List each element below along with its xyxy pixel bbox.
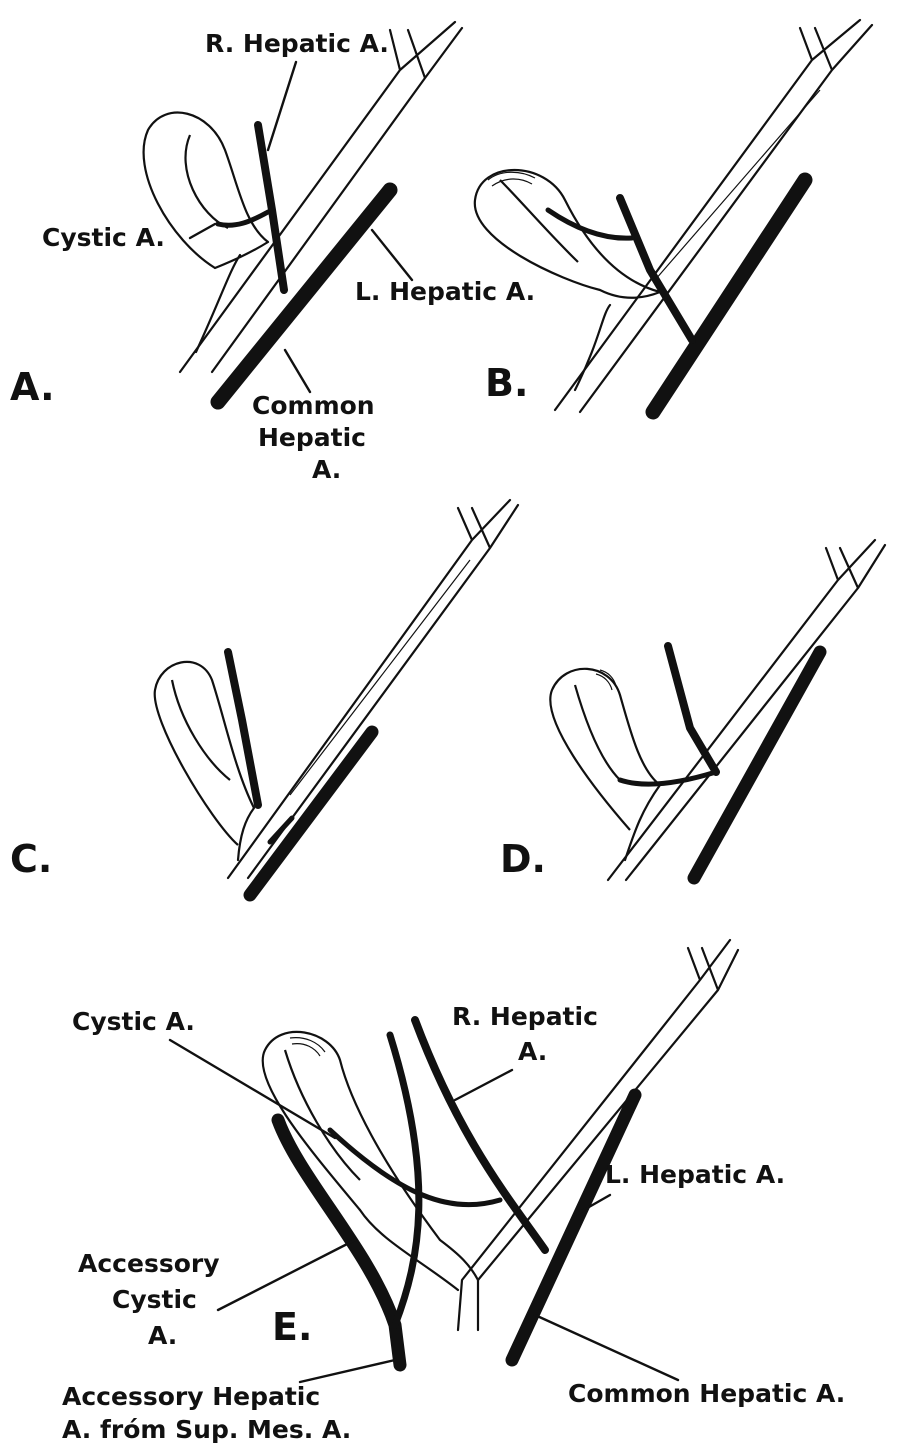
panel-b-letter: B. bbox=[485, 361, 528, 405]
panel-e-letter: E. bbox=[272, 1305, 312, 1349]
panel-e-leader-r-hepatic bbox=[455, 1070, 512, 1100]
panel-b-cystic-artery bbox=[548, 210, 632, 238]
panel-a-label-common-3: A. bbox=[312, 455, 341, 484]
panel-d-right-hepatic-artery bbox=[668, 646, 716, 772]
panel-d-gallbladder bbox=[550, 669, 660, 830]
panel-a-label-common-2: Hepatic bbox=[258, 423, 366, 452]
panel-e-label-l-hepatic: L. Hepatic A. bbox=[605, 1160, 785, 1189]
panel-a-label-common-1: Common bbox=[252, 391, 375, 420]
panel-e: Cystic A. R. Hepatic A. L. Hepatic A. Ac… bbox=[62, 940, 845, 1444]
panel-e-label-accessory-hepatic-1: Accessory Hepatic bbox=[62, 1382, 320, 1411]
panel-e-label-accessory-cystic-3: A. bbox=[148, 1321, 177, 1350]
panel-e-leader-cystic bbox=[170, 1040, 335, 1138]
panel-e-bile-duct bbox=[458, 940, 738, 1330]
panel-a-leader-r-hepatic bbox=[268, 62, 296, 150]
panel-e-label-common-hepatic: Common Hepatic A. bbox=[568, 1379, 845, 1408]
panel-a-cystic-artery bbox=[218, 212, 268, 225]
panel-b-bile-duct bbox=[555, 20, 872, 412]
panel-e-leader-accessory-cystic bbox=[218, 1240, 355, 1310]
panel-d: D. bbox=[500, 540, 885, 881]
panel-d-bile-duct bbox=[608, 540, 885, 880]
panel-c-bile-duct bbox=[228, 500, 518, 878]
panel-a-label-r-hepatic: R. Hepatic A. bbox=[205, 29, 389, 58]
panel-e-label-cystic: Cystic A. bbox=[72, 1007, 195, 1036]
panel-e-label-accessory-cystic-2: Cystic bbox=[112, 1285, 197, 1314]
panel-e-label-r-hepatic-1: R. Hepatic bbox=[452, 1002, 598, 1031]
panel-a-leader-common bbox=[285, 350, 310, 392]
panel-c-letter: C. bbox=[10, 837, 52, 881]
panel-b-common-hepatic-artery bbox=[653, 180, 805, 412]
panel-b-cystic-duct bbox=[575, 290, 660, 390]
panel-d-gallbladder-shading bbox=[596, 670, 616, 690]
panel-e-label-accessory-cystic-1: Accessory bbox=[78, 1249, 220, 1278]
panel-a: R. Hepatic A. Cystic A. L. Hepatic A. Co… bbox=[10, 22, 535, 484]
panel-a-leader-cystic bbox=[190, 224, 215, 238]
panel-b-right-hepatic-artery bbox=[620, 198, 692, 340]
panel-e-label-accessory-hepatic-2: A. fróm Sup. Mes. A. bbox=[62, 1415, 351, 1444]
panel-e-label-r-hepatic-2: A. bbox=[518, 1037, 547, 1066]
panel-d-cystic-duct bbox=[625, 785, 660, 860]
panel-a-label-l-hepatic: L. Hepatic A. bbox=[355, 277, 535, 306]
panel-d-cystic-artery bbox=[620, 772, 716, 784]
panel-a-bile-duct bbox=[180, 22, 462, 372]
panel-a-leader-l-hepatic bbox=[372, 230, 412, 280]
panel-a-letter: A. bbox=[10, 365, 55, 409]
panel-c-common-hepatic-artery bbox=[250, 732, 372, 895]
panel-c-duct-shading bbox=[290, 560, 470, 795]
panel-a-right-hepatic-artery bbox=[258, 125, 284, 290]
panel-b: B. bbox=[475, 20, 872, 412]
panel-d-letter: D. bbox=[500, 837, 546, 881]
panel-e-leader-common-hepatic bbox=[535, 1315, 678, 1380]
panel-e-leader-accessory-hepatic bbox=[300, 1360, 395, 1382]
panel-c: C. bbox=[10, 500, 518, 895]
panel-a-label-cystic: Cystic A. bbox=[42, 223, 165, 252]
panel-e-gallbladder-shading bbox=[290, 1038, 325, 1056]
